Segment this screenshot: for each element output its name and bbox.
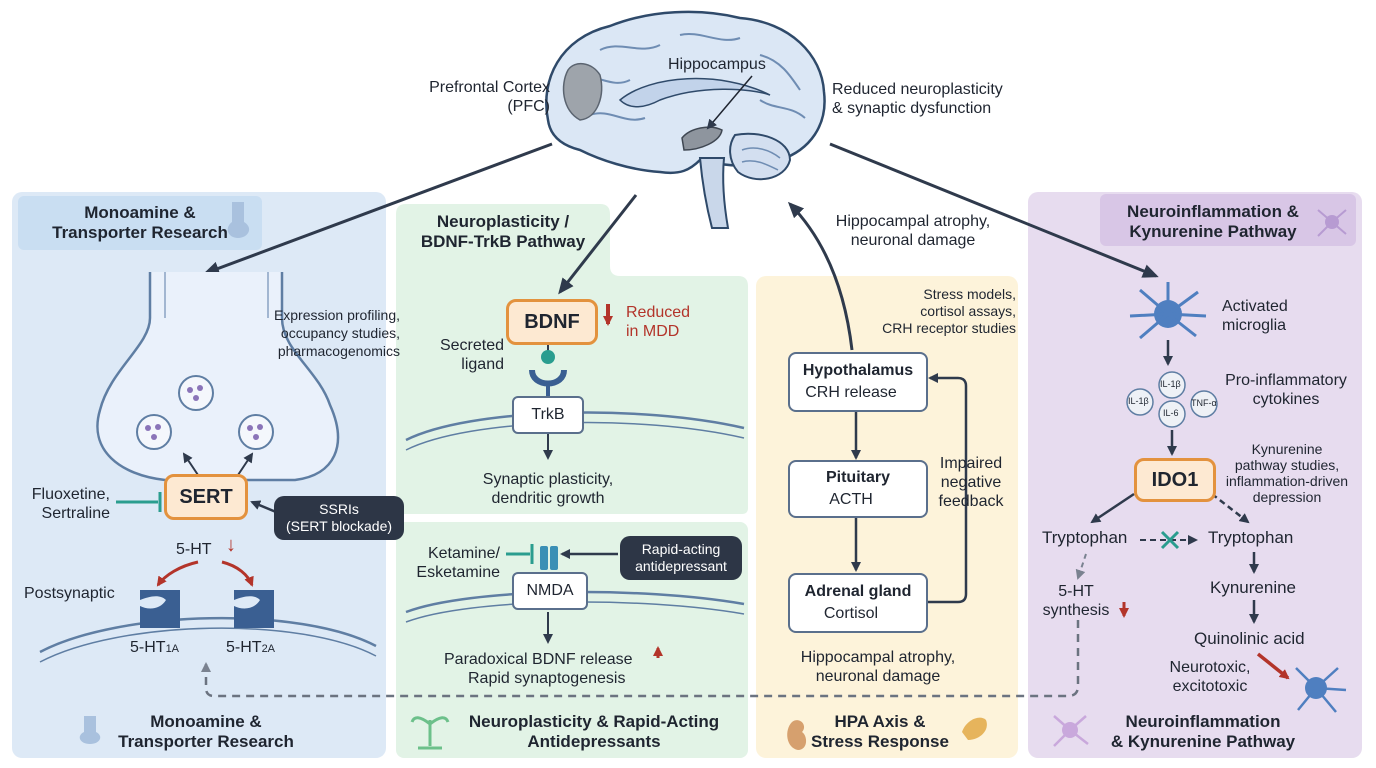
hpa-research-note: Stress models, cortisol assays, CRH rece… [882, 286, 1016, 336]
neuron-footer-icon [1053, 715, 1089, 747]
inflammation-title: Neuroinflammation & Kynurenine Pathway [1127, 202, 1299, 241]
synapse-header-icon [227, 202, 250, 238]
arrow-ssri-to-sert [250, 500, 277, 514]
tryptophan-right: Tryptophan [1208, 528, 1294, 547]
hpa-outcome: Hippocampal atrophy, neuronal damage [800, 649, 956, 685]
cytokine-2: IL-1β [1128, 396, 1149, 406]
feedback-dashed-line [201, 620, 1080, 698]
feedback-label: Impaired negative feedback [938, 455, 1004, 510]
serotonin-down-arrow: ↓ [226, 534, 236, 556]
neurotoxic-label: Neurotoxic, excitotoxic [1169, 659, 1251, 695]
ht-synthesis-label: 5-HT synthesis [1042, 583, 1110, 619]
monoamine-research-note: Expression profiling, occupancy studies,… [273, 307, 400, 359]
postsynaptic-label: Postsynaptic [24, 585, 115, 602]
cytokines-label: Pro-inflammatory cytokines [1225, 372, 1347, 408]
trkb-box: TrkB [512, 396, 584, 434]
cortisol-label: Cortisol [823, 605, 879, 622]
ssri-blockade-label: SSRIs (SERT blockade) [274, 496, 404, 540]
monoamine-title: Monoamine & Transporter Research [52, 203, 228, 242]
arrow-hpa-to-brain [787, 201, 854, 351]
neuroplasticity-title: Neuroplasticity / BDNF-TrkB Pathway [420, 212, 586, 251]
ido1-box: IDO1 [1134, 458, 1216, 502]
ketamine-outcome-2: Rapid synaptogenesis [468, 670, 626, 687]
sert-box: SERT [164, 474, 248, 520]
neuron-header-icon [1317, 209, 1347, 237]
plant-footer-icon [410, 716, 450, 750]
receptor-5ht1a-shape [140, 590, 180, 628]
quinolinic-label: Quinolinic acid [1194, 629, 1305, 648]
rapid-acting-label: Rapid-acting antidepressant [620, 536, 742, 580]
secreted-ligand-label: Secreted ligand [439, 337, 504, 373]
ketamine-label: Ketamine/ Esketamine [416, 545, 500, 581]
adrenal-box: Adrenal gland Cortisol [788, 573, 928, 633]
microglia-icon [1129, 282, 1207, 340]
hippocampus-label: Hippocampus [668, 56, 766, 73]
receptor-5ht1a-label: 5-HT1A [130, 639, 180, 656]
cytokine-3: IL-6 [1163, 408, 1179, 418]
pituitary-label: Pituitary [825, 469, 890, 486]
arrow-brain-to-inflammation [829, 142, 1159, 278]
bdnf-reduced-label: Reduced in MDD [626, 304, 691, 340]
ssri-drugs-label: Fluoxetine, Sertraline [31, 486, 110, 522]
trkb-outcome: Synaptic plasticity, dendritic growth [482, 471, 614, 507]
panel-rapid-acting [396, 522, 748, 758]
cytokine-4: TNF-α [1191, 398, 1217, 408]
inflammation-footer: Neuroinflammation & Kynurenine Pathway [1110, 712, 1296, 751]
brain-outcome-label: Reduced neuroplasticity & synaptic dysfu… [832, 81, 1003, 117]
tryptophan-left: Tryptophan [1042, 528, 1128, 547]
nmda-box: NMDA [512, 572, 588, 610]
panel-neuroplasticity [396, 204, 748, 514]
hypothalamus-box: Hypothalamus CRH release [788, 352, 928, 412]
ketamine-outcome-1: Paradoxical BDNF release [444, 651, 633, 668]
arrow-brain-to-monoamine [203, 142, 553, 276]
postsynaptic-membrane [39, 616, 377, 654]
inflammation-research-note: Kynurenine pathway studies, inflammation… [1225, 441, 1349, 505]
monoamine-title-box [18, 196, 262, 250]
serotonin-label: 5-HT [176, 541, 212, 558]
presynaptic-terminal [96, 272, 340, 482]
receptor-5ht2a-label: 5-HT2A [226, 639, 276, 656]
receptor-5ht2a-shape [234, 590, 274, 628]
bdnf-box: BDNF [506, 299, 598, 345]
brain-feedback-label: Hippocampal atrophy, neuronal damage [835, 213, 991, 249]
adrenal-label: Adrenal gland [804, 583, 912, 600]
brain-illustration [545, 10, 826, 229]
hpa-footer: HPA Axis & Stress Response [811, 712, 949, 751]
cytokine-1: IL-1β [1160, 379, 1181, 389]
inflammation-title-box [1100, 194, 1356, 246]
monoamine-footer: Monoamine & Transporter Research [118, 712, 294, 751]
adrenal-footer-icon [962, 717, 987, 740]
neuroplasticity-footer: Neuroplasticity & Rapid-Acting Antidepre… [468, 712, 720, 751]
synapse-footer-icon [79, 716, 101, 744]
pfc-label: Prefrontal Cortex (PFC) [429, 79, 550, 115]
kynurenine-label: Kynurenine [1210, 578, 1297, 597]
arrow-brain-to-bdnf [558, 194, 638, 295]
crh-label: CRH release [805, 384, 897, 401]
acth-label: ACTH [829, 491, 873, 508]
kidney-footer-icon [787, 720, 807, 750]
damaged-neuron-icon [1295, 667, 1347, 713]
pituitary-box: Pituitary ACTH [788, 460, 928, 518]
hypothalamus-label: Hypothalamus [802, 362, 914, 379]
microglia-label: Activated microglia [1222, 298, 1288, 334]
